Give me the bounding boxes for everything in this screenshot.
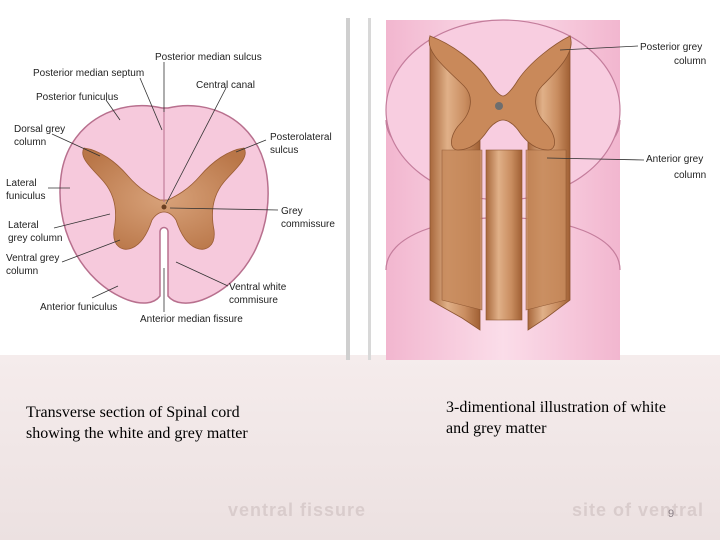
label-central-canal: Central canal (196, 80, 255, 91)
label-posterior-grey-column: column (674, 56, 706, 67)
label-lateral-funiculus: Lateral (6, 178, 37, 189)
grey-matter-top-face (428, 35, 572, 151)
label-dorsal-grey-column: Dorsal grey (14, 124, 65, 135)
label-anterior-grey-column: Anterior grey (646, 154, 703, 165)
panel-divider (368, 18, 371, 360)
label-ventral-grey-column: Ventral grey (6, 253, 59, 264)
left-caption-line: Transverse section of Spinal cord (26, 404, 240, 421)
left-caption-line: showing the white and grey matter (26, 425, 248, 442)
page-number: 9 (668, 508, 675, 520)
label-posterolateral-sulcus: sulcus (270, 145, 298, 156)
label-posterior-funiculus: Posterior funiculus (36, 92, 118, 103)
label-lateral-grey-column: Lateral (8, 220, 39, 231)
faded-background-text: ventral fissure (228, 500, 367, 520)
faded-background-text: site of ventral (572, 500, 705, 520)
right-caption-line: 3-dimentional illustration of white (446, 399, 666, 416)
panel-divider (346, 18, 350, 360)
label-anterior-median-fissure: Anterior median fissure (140, 314, 243, 325)
transverse-section-diagram: Posterior median sulcus Posterior median… (6, 52, 335, 325)
central-canal-dot (161, 204, 167, 210)
right-caption: 3-dimentional illustration of white and … (446, 397, 666, 439)
three-dimensional-diagram: Posterior grey column Anterior grey colu… (385, 19, 706, 360)
label-ventral-white-commissure: commisure (229, 295, 278, 306)
central-canal-dot (495, 102, 503, 110)
left-caption: Transverse section of Spinal cord showin… (26, 402, 248, 444)
label-posterior-median-sulcus: Posterior median sulcus (155, 52, 262, 63)
anterior-grey-columns (441, 149, 483, 311)
label-anterior-grey-column: column (674, 170, 706, 181)
faded-background-image (0, 355, 720, 540)
label-grey-commissure: commissure (281, 219, 335, 230)
label-posterior-median-septum: Posterior median septum (33, 68, 144, 79)
right-caption-line: and grey matter (446, 420, 547, 437)
label-dorsal-grey-column: column (14, 137, 46, 148)
label-posterior-grey-column: Posterior grey (640, 42, 702, 53)
label-ventral-white-commissure: Ventral white (229, 282, 287, 293)
label-anterior-funiculus: Anterior funiculus (40, 302, 117, 313)
label-posterolateral-sulcus: Posterolateral (270, 132, 332, 143)
label-grey-commissure: Grey (281, 206, 303, 217)
label-ventral-grey-column: column (6, 266, 38, 277)
label-lateral-grey-column: grey column (8, 233, 62, 244)
label-lateral-funiculus: funiculus (6, 191, 45, 202)
